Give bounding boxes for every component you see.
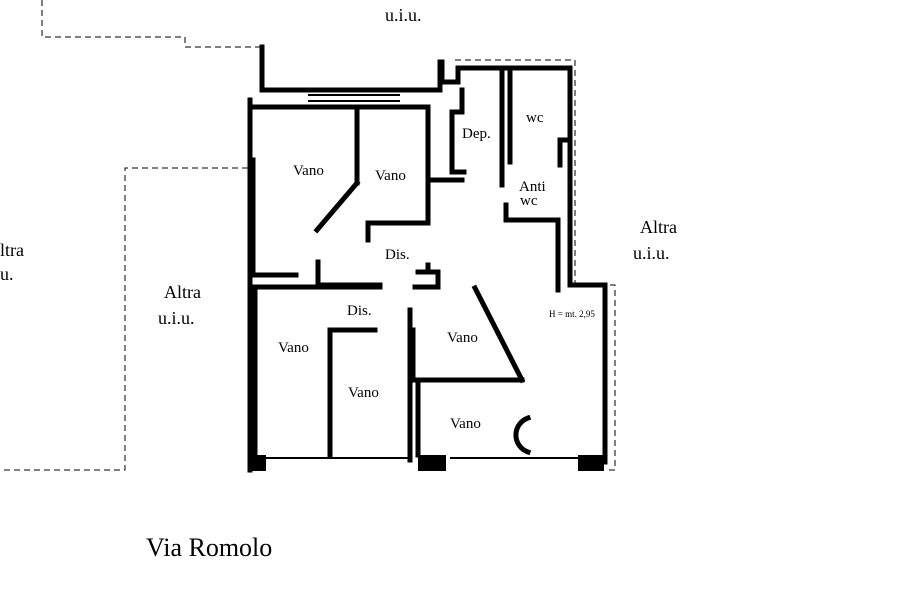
labels: u.i.u. ltra u. Altra u.i.u. Altra u.i.u.… [0, 5, 677, 562]
label-room-vano-6: Vano [450, 416, 481, 432]
label-room-vano-5: Vano [447, 330, 478, 346]
wall-vano3 [327, 327, 378, 458]
pillar-bottom-left [250, 455, 266, 471]
label-room-vano-1: Vano [293, 163, 324, 179]
pillar-bottom-mid [418, 455, 446, 471]
label-room-vano-2: Vano [375, 168, 406, 184]
label-left-edge-uiu: u. [0, 264, 14, 284]
label-top-uiu: u.i.u. [385, 5, 422, 25]
label-left-altra: Altra [164, 282, 201, 302]
top-unit-boundary [41, 0, 262, 48]
label-dis-2: Dis. [347, 303, 372, 319]
label-anti-wc-1: Anti [519, 179, 546, 195]
door-arc-vano6 [513, 414, 532, 456]
label-street: Via Romolo [146, 533, 272, 562]
wall-room1-bottom [250, 157, 299, 278]
wall-room2-bottom [365, 177, 431, 243]
label-wc: wc [526, 110, 544, 126]
label-dep: Dep. [462, 126, 491, 142]
wall-service-outer [439, 59, 573, 168]
wall-room1-top [252, 104, 465, 183]
wall-antiwc [503, 202, 561, 293]
label-left-edge-altra: ltra [0, 240, 24, 260]
label-right-uiu: u.i.u. [633, 243, 670, 263]
wall-vano5-left [410, 327, 525, 383]
walls [247, 44, 608, 473]
label-room-vano-3: Vano [278, 340, 309, 356]
label-left-uiu: u.i.u. [158, 308, 195, 328]
pillar-bottom-right [578, 455, 604, 471]
label-right-altra: Altra [640, 217, 677, 237]
wall-diagonal-door [313, 179, 361, 234]
wall-top-left [259, 44, 443, 93]
wall-dep [449, 87, 467, 175]
label-anti-wc-2: wc [520, 193, 538, 209]
label-dis-1: Dis. [385, 247, 410, 263]
label-height-note: H = mt. 2,95 [549, 309, 595, 319]
wall-room1-bottom-right [315, 259, 383, 288]
left-unit-boundary [0, 167, 248, 471]
wall-outer-right [567, 137, 608, 465]
wall-vano5-diagonal [471, 284, 526, 384]
label-room-vano-4: Vano [348, 385, 379, 401]
